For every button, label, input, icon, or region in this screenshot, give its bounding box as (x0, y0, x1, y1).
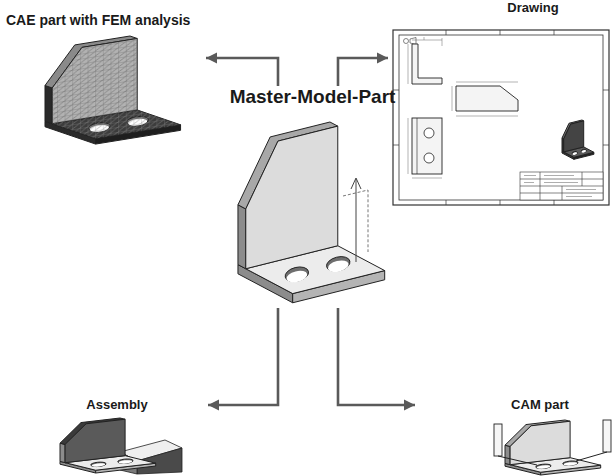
view-title: CAE part with FEM analysis (6, 12, 202, 28)
cutting-tool (603, 420, 611, 452)
iso-view (562, 120, 594, 159)
title-block (520, 172, 603, 200)
cam-body (505, 420, 601, 475)
extrude-arrow-head (351, 178, 361, 189)
fem-mesh (38, 33, 191, 149)
tool-path (498, 456, 537, 465)
front-view-edge (417, 118, 418, 174)
front-view (412, 118, 442, 174)
part-view: CAM part (415, 396, 612, 474)
projection-symbol (404, 38, 417, 45)
master-body (238, 122, 385, 303)
assembly (60, 418, 182, 474)
hole-view (424, 128, 434, 138)
sheet-frame (399, 35, 603, 200)
part-view: Assembly (40, 396, 208, 474)
assembled-part (60, 418, 156, 473)
sheet-ticks (393, 30, 609, 205)
view-title: Master-Model-Part (210, 86, 415, 108)
sheet-border (393, 30, 609, 205)
extrude-arrow (356, 179, 357, 262)
top-view (456, 86, 518, 111)
master-part (238, 122, 385, 303)
fem-mesh (38, 33, 191, 149)
tool-path (576, 452, 607, 461)
drawing-sheet (393, 30, 609, 205)
dimension-lines (452, 82, 518, 116)
hole-view (424, 153, 434, 163)
view-title: Assembly (77, 398, 157, 413)
view-title: Drawing (493, 1, 573, 16)
cam-part (494, 420, 611, 475)
fem-part (38, 33, 191, 149)
flow-arrow (338, 58, 388, 86)
flow-arrow (208, 308, 278, 405)
cutting-tool (494, 424, 502, 456)
part-view: Drawing (388, 0, 614, 208)
side-view (412, 44, 442, 84)
part-view: Master-Model-Part (210, 86, 415, 308)
dimension-lines (408, 118, 442, 178)
flow-arrow (206, 58, 278, 86)
dimension-lines (408, 37, 442, 84)
view-title: CAM part (500, 398, 580, 413)
part-view: CAE part with FEM analysis (4, 8, 206, 148)
flow-arrow (338, 308, 415, 405)
